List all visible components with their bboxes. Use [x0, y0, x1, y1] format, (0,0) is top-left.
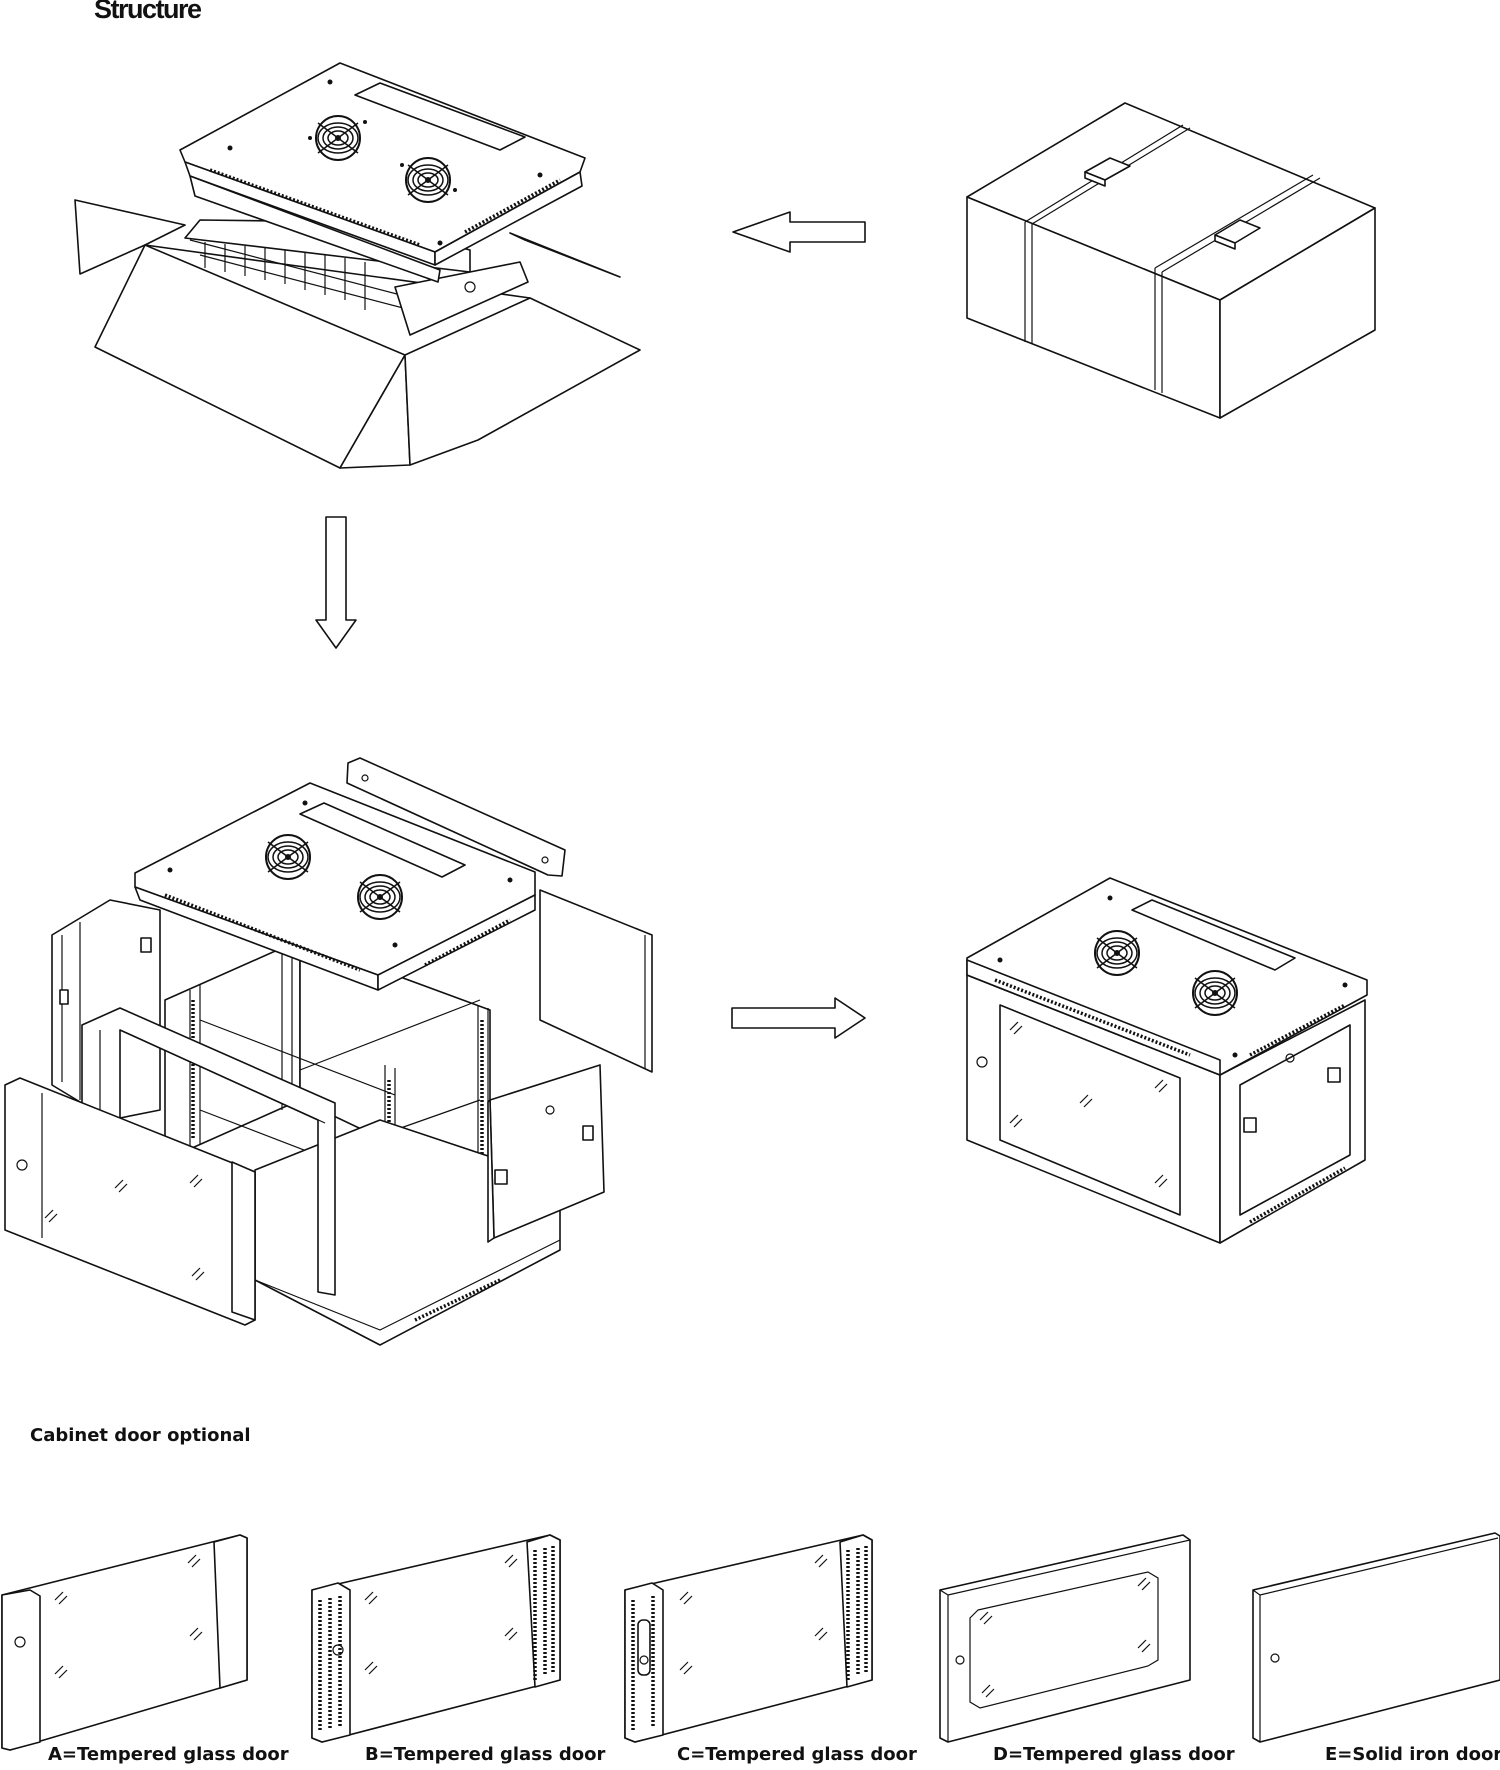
- door-icon: [311, 1534, 561, 1743]
- arrow-down-icon: [315, 516, 357, 649]
- door-icon: [939, 1534, 1191, 1743]
- door-icon: [624, 1534, 873, 1743]
- door-icon: [1, 1534, 248, 1751]
- closed-box-icon: [966, 102, 1376, 419]
- door-a-caption: A=Tempered glass door: [48, 1744, 289, 1765]
- exploded-cabinet-icon: [4, 757, 653, 1346]
- page-title: Structure: [94, 0, 202, 24]
- arrow-left-icon: [732, 211, 866, 253]
- door-e-caption: E=Solid iron door: [1325, 1744, 1500, 1765]
- door-d-caption: D=Tempered glass door: [993, 1744, 1235, 1765]
- doors-section-heading: Cabinet door optional: [30, 1425, 251, 1446]
- door-c-caption: C=Tempered glass door: [677, 1744, 917, 1765]
- open-box-icon: [74, 62, 641, 469]
- assembled-cabinet-icon: [966, 877, 1368, 1244]
- door-b-caption: B=Tempered glass door: [365, 1744, 606, 1765]
- arrow-right-icon: [731, 997, 866, 1039]
- door-icon: [1252, 1532, 1500, 1743]
